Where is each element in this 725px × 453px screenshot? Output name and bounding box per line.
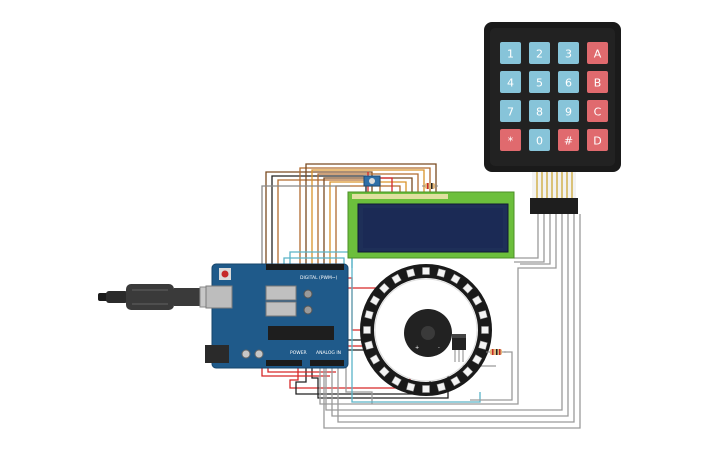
keypad-key[interactable]: 9 [558,100,579,122]
wire [345,366,373,404]
wire [337,214,575,423]
ring-led [391,375,402,387]
ring-led [422,267,430,275]
arduino-board[interactable]: DIGITAL (PWM~) POWER ANALOG IN [205,263,349,369]
keypad-connector [530,198,578,214]
digital-label: DIGITAL (PWM~) [300,275,338,281]
keypad-key-label: 6 [565,77,572,90]
wire [376,177,393,192]
keypad-key[interactable]: * [500,129,521,151]
keypad-key-label: 4 [507,77,514,90]
keypad-key[interactable]: 8 [529,100,550,122]
wire [514,214,545,263]
wire [514,214,539,259]
keypad-key-label: 9 [565,106,572,119]
svg-text:+: + [415,345,419,351]
digital-header [266,264,344,270]
ring-led [364,310,374,320]
wire [299,167,431,265]
keypad-key-label: 5 [536,77,543,90]
ring-led [462,282,474,294]
ring-led [364,340,374,350]
lcd-pin-header [352,194,448,199]
keypad-key-label: 0 [536,135,543,148]
ring-led [462,366,474,378]
ring-led [481,326,489,334]
resistor[interactable] [422,183,438,189]
keypad-key[interactable]: 5 [529,71,550,93]
keypad-key[interactable]: 4 [500,71,521,93]
wire [311,169,425,265]
keypad-key-label: A [594,48,602,61]
keypad-key[interactable]: 6 [558,71,579,93]
keypad-key-label: * [508,135,514,148]
lcd-screen [363,208,503,248]
keypad-key[interactable]: A [587,42,608,64]
ring-led [478,310,488,320]
keypad-key-label: D [593,135,601,148]
resistor[interactable] [486,349,506,355]
wire [261,366,330,377]
atmega-chip [268,326,334,340]
analog-header [310,360,344,366]
wire [351,258,481,403]
ring-led [436,268,446,278]
ring-led [369,354,381,365]
keypad-key-label: C [594,106,602,119]
analog-label: ANALOG IN [316,350,341,356]
wire [261,185,350,265]
ring-led [391,273,402,285]
wire [323,214,581,429]
ring-led [471,295,483,306]
keypad-key-label: 7 [507,106,514,119]
keypad-ribbon [530,172,578,214]
keypad-key[interactable]: 7 [500,100,521,122]
wire [325,214,563,411]
wire [520,214,551,265]
ring-led [478,340,488,350]
ring-led [363,326,371,334]
ring-led [406,382,416,392]
ring-led [378,282,390,294]
ring-led [471,354,483,365]
power-header [266,360,302,366]
wire [331,214,569,417]
keypad-key[interactable]: 2 [529,42,550,64]
ring-led [406,268,416,278]
ring-led [422,385,430,393]
wire [470,351,513,401]
power-label: POWER [290,350,307,356]
svg-text:-: - [438,345,440,351]
potentiometer[interactable] [363,175,381,187]
keypad-key[interactable]: C [587,100,608,122]
keypad-key-label: 1 [507,48,514,61]
ring-led [450,375,461,387]
keypad-key[interactable]: D [587,129,608,151]
ring-led [450,273,461,285]
keypad[interactable]: 1 2 3 A 4 5 6 B 7 8 9 C * 0 # D [484,22,621,172]
keypad-key[interactable]: # [558,129,579,151]
temperature-sensor[interactable] [452,334,466,362]
wire [319,214,557,405]
keypad-key[interactable]: B [587,71,608,93]
keypad-key-label: # [564,135,573,148]
keypad-key-label: 8 [536,106,543,119]
keypad-key[interactable]: 0 [529,129,550,151]
keypad-key[interactable]: 3 [558,42,579,64]
reset-button-cap[interactable] [221,270,229,278]
lcd-display[interactable] [347,191,515,259]
ring-led [369,295,381,306]
wire [305,163,437,265]
keypad-key-label: 3 [565,48,572,61]
keypad-key-label: B [594,77,602,90]
piezo-buzzer[interactable]: + - [404,309,452,357]
ring-led [436,382,446,392]
keypad-key-label: 2 [536,48,543,61]
ring-led [378,366,390,378]
keypad-key[interactable]: 1 [500,42,521,64]
